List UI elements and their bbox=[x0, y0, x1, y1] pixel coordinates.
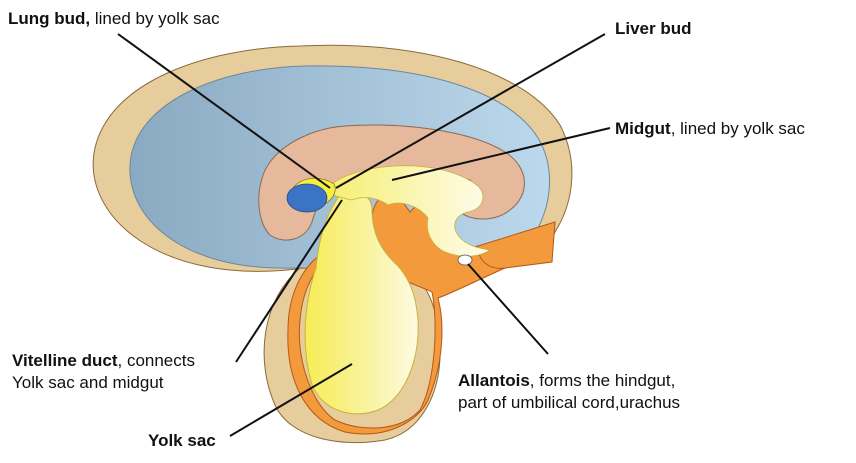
label-midgut-rest: , lined by yolk sac bbox=[671, 119, 805, 138]
label-midgut: Midgut, lined by yolk sac bbox=[615, 118, 805, 140]
lung-bud-blue bbox=[287, 184, 327, 212]
label-allantois: Allantois, forms the hindgut, part of um… bbox=[458, 370, 680, 414]
label-yolk-sac: Yolk sac bbox=[148, 430, 216, 452]
leader-allantois bbox=[468, 264, 548, 354]
label-allantois-line2: part of umbilical cord,urachus bbox=[458, 393, 680, 412]
label-allantois-bold: Allantois bbox=[458, 371, 530, 390]
label-allantois-rest: , forms the hindgut, bbox=[530, 371, 676, 390]
allantois-opening bbox=[458, 255, 472, 265]
label-lung-bud: Lung bud, lined by yolk sac bbox=[8, 8, 220, 30]
label-vitelline-duct-line2: Yolk sac and midgut bbox=[12, 373, 164, 392]
label-lung-bud-rest: lined by yolk sac bbox=[90, 9, 219, 28]
label-vitelline-duct-bold: Vitelline duct bbox=[12, 351, 118, 370]
label-vitelline-duct: Vitelline duct, connects Yolk sac and mi… bbox=[12, 350, 195, 394]
label-yolk-sac-bold: Yolk sac bbox=[148, 431, 216, 450]
label-liver-bud-bold: Liver bud bbox=[615, 19, 692, 38]
label-vitelline-duct-rest: , connects bbox=[118, 351, 196, 370]
label-liver-bud: Liver bud bbox=[615, 18, 692, 40]
label-lung-bud-bold: Lung bud, bbox=[8, 9, 90, 28]
label-midgut-bold: Midgut bbox=[615, 119, 671, 138]
